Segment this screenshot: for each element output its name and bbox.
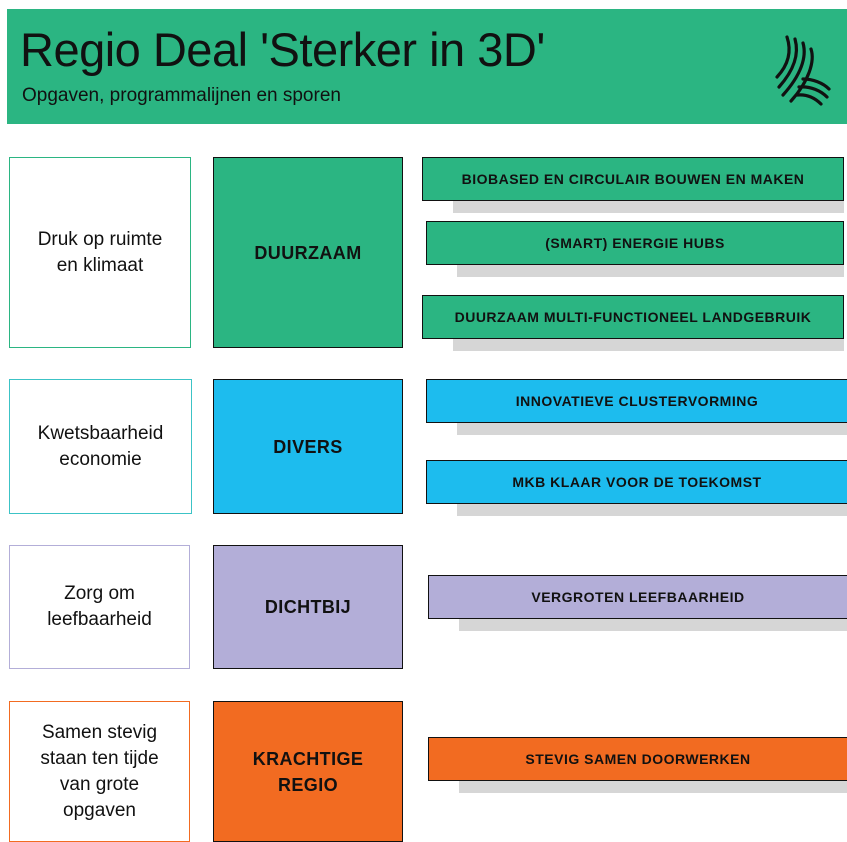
opgave-box: Druk op ruimte en klimaat xyxy=(9,157,191,348)
opgave-box: Kwetsbaarheid economie xyxy=(9,379,192,514)
spoor-box: INNOVATIEVE CLUSTERVORMING xyxy=(426,379,847,423)
programmalijn-box: DUURZAAM xyxy=(213,157,403,348)
opgave-label: Kwetsbaarheid economie xyxy=(37,422,164,470)
programmalijn-box: KRACHTIGE REGIO xyxy=(213,701,403,842)
spoor-box: (SMART) ENERGIE HUBS xyxy=(426,221,844,265)
opgave-label: Druk op ruimte en klimaat xyxy=(37,228,163,276)
spoor-box: BIOBASED EN CIRCULAIR BOUWEN EN MAKEN xyxy=(422,157,844,201)
page-title: Regio Deal 'Sterker in 3D' xyxy=(20,23,545,76)
opgave-label: Zorg om leefbaarheid xyxy=(47,583,152,630)
opgave-box: Samen stevig staan ten tijde van grote o… xyxy=(9,701,190,842)
spoor-box: DUURZAAM MULTI-FUNCTIONEEL LANDGEBRUIK xyxy=(422,295,844,339)
spoor-box: VERGROTEN LEEFBAARHEID xyxy=(428,575,847,619)
opgave-box: Zorg om leefbaarheid xyxy=(9,545,190,669)
programmalijn-box: DICHTBIJ xyxy=(213,545,403,669)
spoor-box: STEVIG SAMEN DOORWERKEN xyxy=(428,737,847,781)
programmalijn-box: DIVERS xyxy=(213,379,403,514)
spoor-box: MKB KLAAR VOOR DE TOEKOMST xyxy=(426,460,847,504)
opgave-label: Samen stevig staan ten tijde van grote o… xyxy=(40,721,159,821)
page-subtitle: Opgaven, programmalijnen en sporen xyxy=(22,85,341,106)
header-banner: Regio Deal 'Sterker in 3D' Opgaven, prog… xyxy=(7,9,847,124)
lines-logo-icon xyxy=(775,35,831,106)
